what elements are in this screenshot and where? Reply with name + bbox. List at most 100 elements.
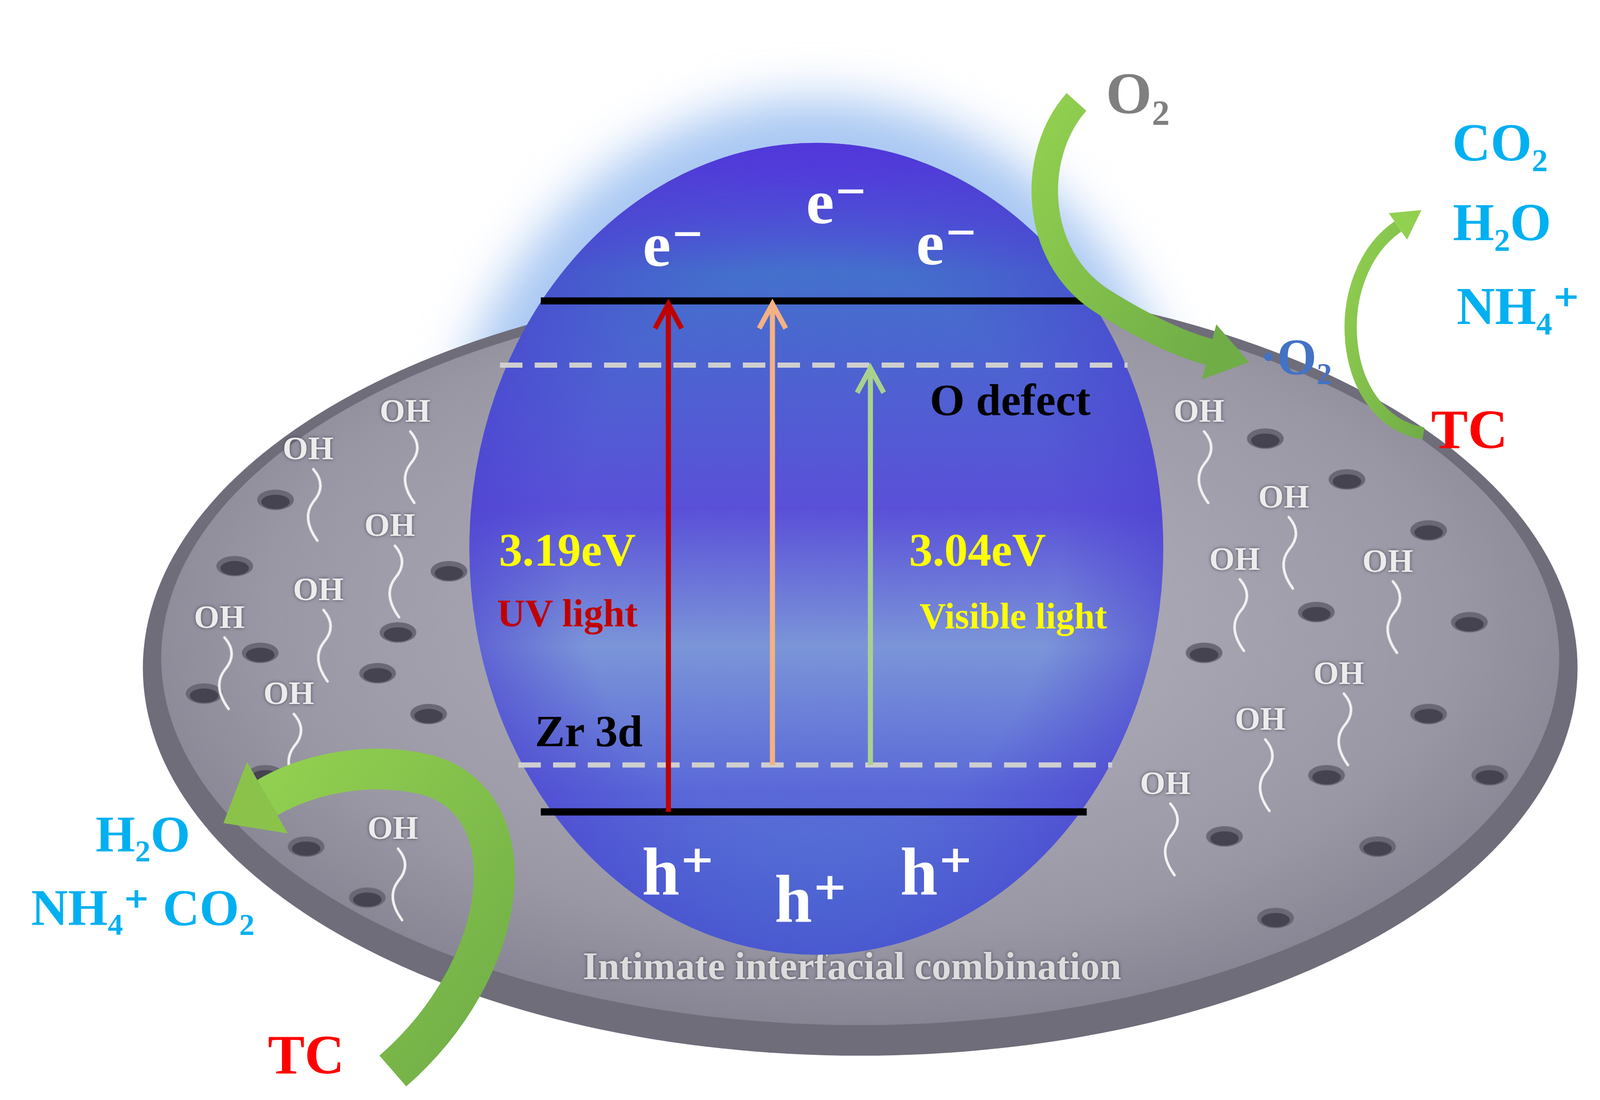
level-label: Zr 3d [535, 707, 643, 758]
pore [1308, 765, 1345, 787]
degradation-arrow [1350, 226, 1424, 434]
energy-label-holder: 3.19eV [499, 525, 636, 577]
hydroxyl-label: OH [193, 599, 245, 636]
electron-label: e⁻ [806, 167, 868, 237]
pore [1450, 612, 1488, 633]
pore [1185, 643, 1223, 664]
pore [1328, 469, 1365, 490]
hydroxyl-label-holder: OH [1209, 541, 1261, 578]
pore [359, 663, 396, 684]
pore [348, 887, 386, 909]
radical-label-holder: ·O₂ [1259, 329, 1332, 386]
hydroxyl-label: OH [1173, 393, 1225, 430]
hydroxyl-label: OH [292, 572, 344, 609]
pores [185, 428, 1509, 929]
radical-label: ·O₂ [1259, 329, 1332, 386]
pore [1410, 520, 1447, 542]
hydroxyl-label-holder: OH [1362, 543, 1414, 580]
hydroxyl-label-holder: OH [364, 507, 416, 544]
pore [1471, 765, 1508, 787]
pollutant-label: TC [268, 1025, 345, 1087]
hydroxyl-label-holder: OH [193, 599, 245, 636]
electron-label: e⁻ [916, 207, 979, 278]
product-label-holder: NH₄⁺ CO₂ [31, 880, 255, 937]
reaction-arrows [223, 101, 1424, 1072]
hole-label-holder: h⁺ [900, 835, 974, 910]
product-label: NH₄⁺ CO₂ [31, 880, 255, 937]
pore [379, 622, 417, 644]
pollutant-label-holder: TC [1431, 400, 1508, 461]
pore [1298, 601, 1335, 623]
pore [1205, 826, 1243, 848]
product-label-holder: NH₄⁺ [1456, 276, 1580, 335]
reactant-label-holder: O₂ [1106, 61, 1170, 127]
level-label-holder: Zr 3d [535, 707, 643, 758]
hydroxyl-tail [392, 848, 405, 921]
hydroxyl-tail [308, 469, 321, 541]
hole-label: h⁺ [642, 835, 716, 910]
pore [1410, 704, 1447, 725]
hydroxyl-label: OH [282, 431, 334, 468]
hydroxyl-tail [1387, 581, 1400, 654]
light-label-holder: UV light [496, 593, 638, 636]
hydroxyl-tail [404, 431, 418, 504]
hydroxyl-tail [389, 545, 402, 618]
hydroxyl-tail [1283, 517, 1296, 590]
level-label-holder: O defect [929, 376, 1091, 426]
pore [241, 643, 279, 664]
hydroxyl-label: OH [1258, 478, 1310, 515]
hydroxyl-label: OH [1140, 765, 1191, 802]
arrow-head [1201, 324, 1249, 380]
hydroxyl-tail [1165, 804, 1178, 876]
hydroxyl-label: OH [1234, 701, 1286, 738]
electron-label-holder: e⁻ [916, 207, 979, 278]
level-label: O defect [929, 376, 1091, 426]
hydroxyl-label: OH [367, 810, 419, 847]
product-label-holder: H₂O [1452, 193, 1552, 252]
product-label: NH₄⁺ [1456, 276, 1580, 335]
pore [1359, 836, 1396, 858]
arrow-head [1388, 210, 1421, 241]
hydroxyl-label-holder: OH [1313, 655, 1365, 692]
energy-label: 3.19eV [499, 525, 636, 577]
electron-label-holder: e⁻ [642, 209, 705, 280]
pore [1257, 908, 1294, 929]
energy-label: 3.04eV [909, 525, 1046, 577]
reactant-label: O₂ [1106, 61, 1170, 127]
hydroxyl-label: OH [1209, 541, 1261, 578]
hydroxyl-label: OH [263, 676, 315, 713]
pore [257, 489, 294, 511]
hydroxyl-label: OH [1362, 543, 1414, 580]
hydroxyl-label-holder: OH [367, 810, 419, 847]
product-label-holder: CO₂ [1452, 113, 1549, 172]
product-label: CO₂ [1452, 113, 1549, 172]
pore [216, 556, 253, 577]
hydroxyl-label-holder: OH [379, 393, 431, 430]
hydroxyl-tail [1338, 694, 1351, 766]
pore [1247, 428, 1284, 450]
pore [430, 561, 468, 582]
hydroxyl-label-holder: OH [1234, 701, 1286, 738]
hydroxyl-tails [219, 431, 1400, 921]
hole-label-holder: h⁺ [642, 835, 716, 910]
light-label: UV light [496, 593, 638, 636]
hydroxyl-tail [1198, 431, 1212, 504]
pore [287, 836, 325, 858]
hydroxyl-label-holder: OH [282, 431, 334, 468]
hole-label: h⁺ [774, 862, 848, 937]
hydroxyl-label-holder: OH [1140, 765, 1191, 802]
hydroxyl-tail [318, 610, 331, 682]
product-label: H₂O [1452, 193, 1552, 252]
light-label-holder: Visible light [919, 597, 1107, 638]
electron-label-holder: e⁻ [806, 167, 868, 237]
energy-label-holder: 3.04eV [909, 525, 1046, 577]
arrow-head [223, 762, 288, 834]
hole-label: h⁺ [900, 835, 974, 910]
pollutant-label: TC [1431, 400, 1508, 461]
hydroxyl-label: OH [364, 507, 416, 544]
hydroxyl-label-holder: OH [1258, 478, 1310, 515]
reduction-arrow [1044, 101, 1210, 352]
hydroxyl-tail [1259, 739, 1273, 812]
hydroxyl-tail [1234, 579, 1248, 652]
